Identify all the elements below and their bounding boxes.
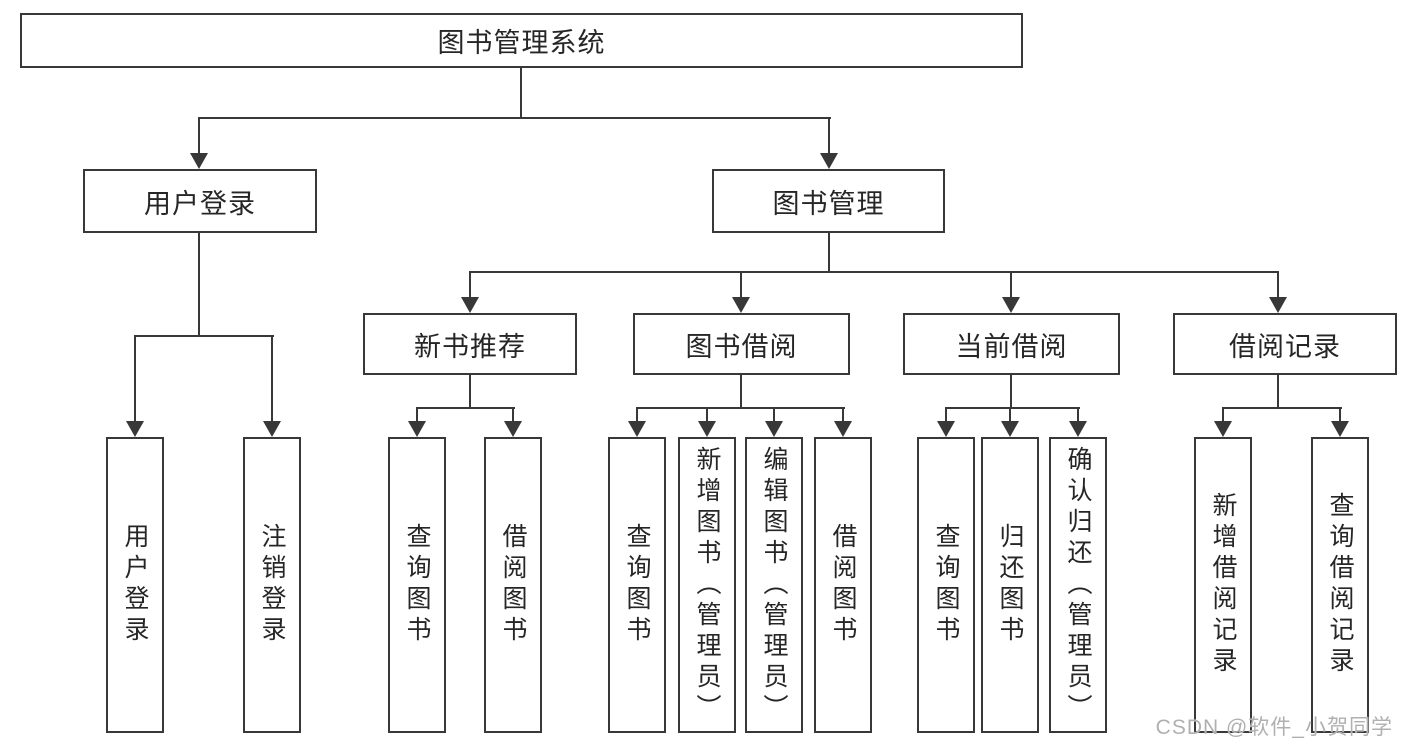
- leaf-query-books-current: 查询图书: [917, 437, 975, 733]
- node-current-borrow: 当前借阅: [903, 313, 1120, 375]
- csdn-watermark: CSDN @软件_小贺同学: [1155, 716, 1393, 739]
- connector-line: [1277, 271, 1279, 298]
- leaf-label: 借阅图书: [499, 523, 527, 647]
- node-book-management: 图书管理: [712, 169, 945, 233]
- leaf-borrow-books-recommend: 借阅图书: [484, 437, 542, 733]
- node-root: 图书管理系统: [20, 13, 1023, 68]
- arrowhead-icon: [263, 421, 281, 437]
- connector-line: [773, 407, 775, 422]
- connector-line: [945, 407, 1080, 409]
- node-user-login-label: 用户登录: [144, 188, 256, 219]
- arrowhead-icon: [408, 421, 426, 437]
- connector-line: [740, 271, 742, 298]
- connector-line: [469, 271, 471, 298]
- connector-line: [469, 375, 471, 409]
- leaf-label: 编辑图书（管理员）: [760, 445, 788, 725]
- node-borrow-records-label: 借阅记录: [1229, 331, 1341, 362]
- leaf-label: 注销登录: [258, 523, 286, 647]
- connector-line: [828, 117, 830, 153]
- node-book-borrow: 图书借阅: [633, 313, 850, 375]
- connector-line: [1010, 375, 1012, 409]
- connector-line: [828, 233, 830, 273]
- leaf-return-books: 归还图书: [981, 437, 1039, 733]
- connector-line: [416, 407, 418, 422]
- arrowhead-icon: [1269, 297, 1287, 313]
- arrowhead-icon: [820, 153, 838, 169]
- arrowhead-icon: [190, 153, 208, 169]
- node-book-management-label: 图书管理: [772, 188, 885, 219]
- connector-line: [636, 407, 638, 422]
- leaf-label: 确认归还（管理员）: [1064, 445, 1092, 725]
- leaf-edit-books-admin: 编辑图书（管理员）: [745, 437, 803, 733]
- connector-line: [512, 407, 514, 422]
- arrowhead-icon: [1002, 297, 1020, 313]
- connector-line: [1077, 407, 1079, 422]
- connector-line: [1010, 271, 1012, 298]
- node-new-book-recommend: 新书推荐: [363, 313, 577, 375]
- node-new-book-recommend-label: 新书推荐: [414, 331, 526, 362]
- node-user-login: 用户登录: [83, 169, 317, 233]
- leaf-label: 查询图书: [623, 523, 651, 647]
- leaf-label: 查询借阅记录: [1326, 492, 1354, 678]
- leaf-user-login: 用户登录: [106, 437, 164, 733]
- connector-line: [740, 375, 742, 409]
- leaf-label: 查询图书: [932, 523, 960, 647]
- leaf-query-books-borrow: 查询图书: [608, 437, 666, 733]
- leaf-borrow-books: 借阅图书: [814, 437, 872, 733]
- arrowhead-icon: [1331, 421, 1349, 437]
- leaf-label: 新增借阅记录: [1209, 492, 1237, 678]
- connector-line: [469, 271, 1279, 273]
- node-current-borrow-label: 当前借阅: [955, 331, 1068, 362]
- arrowhead-icon: [504, 421, 522, 437]
- connector-line: [1277, 375, 1279, 409]
- leaf-add-books-admin: 新增图书（管理员）: [678, 437, 736, 733]
- arrowhead-icon: [1001, 421, 1019, 437]
- arrowhead-icon: [628, 421, 646, 437]
- node-root-label: 图书管理系统: [437, 28, 606, 58]
- connector-line: [636, 407, 845, 409]
- connector-line: [520, 68, 522, 118]
- leaf-label: 归还图书: [996, 523, 1024, 647]
- connector-line: [1222, 407, 1224, 422]
- arrowhead-icon: [1214, 421, 1232, 437]
- leaf-query-borrow-record: 查询借阅记录: [1311, 437, 1369, 733]
- arrowhead-icon: [834, 421, 852, 437]
- leaf-label: 借阅图书: [829, 523, 857, 647]
- connector-line: [1339, 407, 1341, 422]
- leaf-logout: 注销登录: [243, 437, 301, 733]
- arrowhead-icon: [461, 297, 479, 313]
- arrowhead-icon: [765, 421, 783, 437]
- leaf-query-books-recommend: 查询图书: [388, 437, 446, 733]
- connector-line: [706, 407, 708, 422]
- connector-line: [842, 407, 844, 422]
- connector-line: [1222, 407, 1342, 409]
- connector-line: [198, 233, 200, 337]
- connector-line: [134, 335, 136, 422]
- node-book-borrow-label: 图书借阅: [685, 331, 798, 362]
- connector-line: [1009, 407, 1011, 422]
- connector-line: [945, 407, 947, 422]
- connector-line: [198, 117, 831, 119]
- arrowhead-icon: [937, 421, 955, 437]
- arrowhead-icon: [698, 421, 716, 437]
- leaf-label: 查询图书: [403, 523, 431, 647]
- arrowhead-icon: [1069, 421, 1087, 437]
- arrowhead-icon: [126, 421, 144, 437]
- connector-line: [198, 117, 200, 153]
- connector-line: [271, 335, 273, 422]
- arrowhead-icon: [732, 297, 750, 313]
- node-borrow-records: 借阅记录: [1173, 313, 1397, 375]
- connector-line: [134, 335, 274, 337]
- connector-line: [416, 407, 515, 409]
- leaf-label: 用户登录: [121, 523, 149, 647]
- leaf-add-borrow-record: 新增借阅记录: [1194, 437, 1252, 733]
- leaf-label: 新增图书（管理员）: [693, 445, 721, 725]
- leaf-confirm-return-admin: 确认归还（管理员）: [1049, 437, 1107, 733]
